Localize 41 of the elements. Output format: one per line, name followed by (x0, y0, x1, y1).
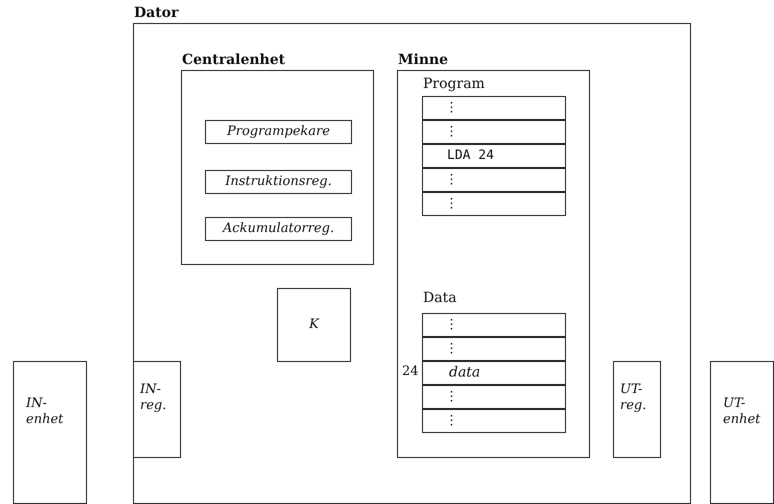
box-label: UT- reg. (620, 382, 648, 414)
ellipsis-dots: ⋮ (444, 198, 459, 210)
memory-cell (422, 96, 566, 120)
memory-cell (422, 192, 566, 216)
section-label: Program (423, 76, 485, 92)
register-box (205, 170, 352, 194)
ellipsis-dots: ⋮ (444, 174, 459, 186)
register-box (133, 361, 181, 458)
ellipsis-dots: ⋮ (444, 414, 459, 428)
box-label: Programpekare (226, 124, 331, 140)
memory-cell (422, 313, 566, 337)
ellipsis-dots: ⋮ (444, 390, 459, 404)
memory-cell (422, 168, 566, 192)
memory-cell (422, 409, 566, 433)
cell-text: data (448, 364, 482, 382)
ellipsis-dots: ⋮ (444, 126, 459, 138)
memory-cell (422, 337, 566, 361)
box-label: IN- enhet (26, 396, 64, 428)
section-label: Data (423, 290, 457, 306)
box-label: Instruktionsreg. (224, 174, 333, 190)
control-unit-box (277, 288, 351, 362)
memory-cell (422, 385, 566, 409)
box-label: IN- reg. (140, 382, 168, 414)
memory-cell (422, 120, 566, 144)
ellipsis-dots: ⋮ (444, 318, 459, 332)
box-heading: Minne (398, 52, 448, 68)
memory-cell (422, 144, 566, 168)
box-label: K (308, 316, 320, 334)
ellipsis-dots: ⋮ (444, 342, 459, 356)
box-label: UT- enhet (723, 396, 762, 428)
box-heading: Dator (134, 5, 178, 21)
device-box (710, 361, 774, 504)
ellipsis-dots: ⋮ (444, 102, 459, 114)
box-label: Ackumulatorreg. (221, 220, 336, 238)
box-heading: Centralenhet (182, 52, 286, 68)
instruction-text: LDA 24 (446, 148, 495, 164)
device-box (13, 361, 87, 504)
register-box (205, 120, 352, 144)
register-box (205, 217, 352, 241)
register-box (613, 361, 661, 458)
address-label: 24 (402, 364, 419, 379)
